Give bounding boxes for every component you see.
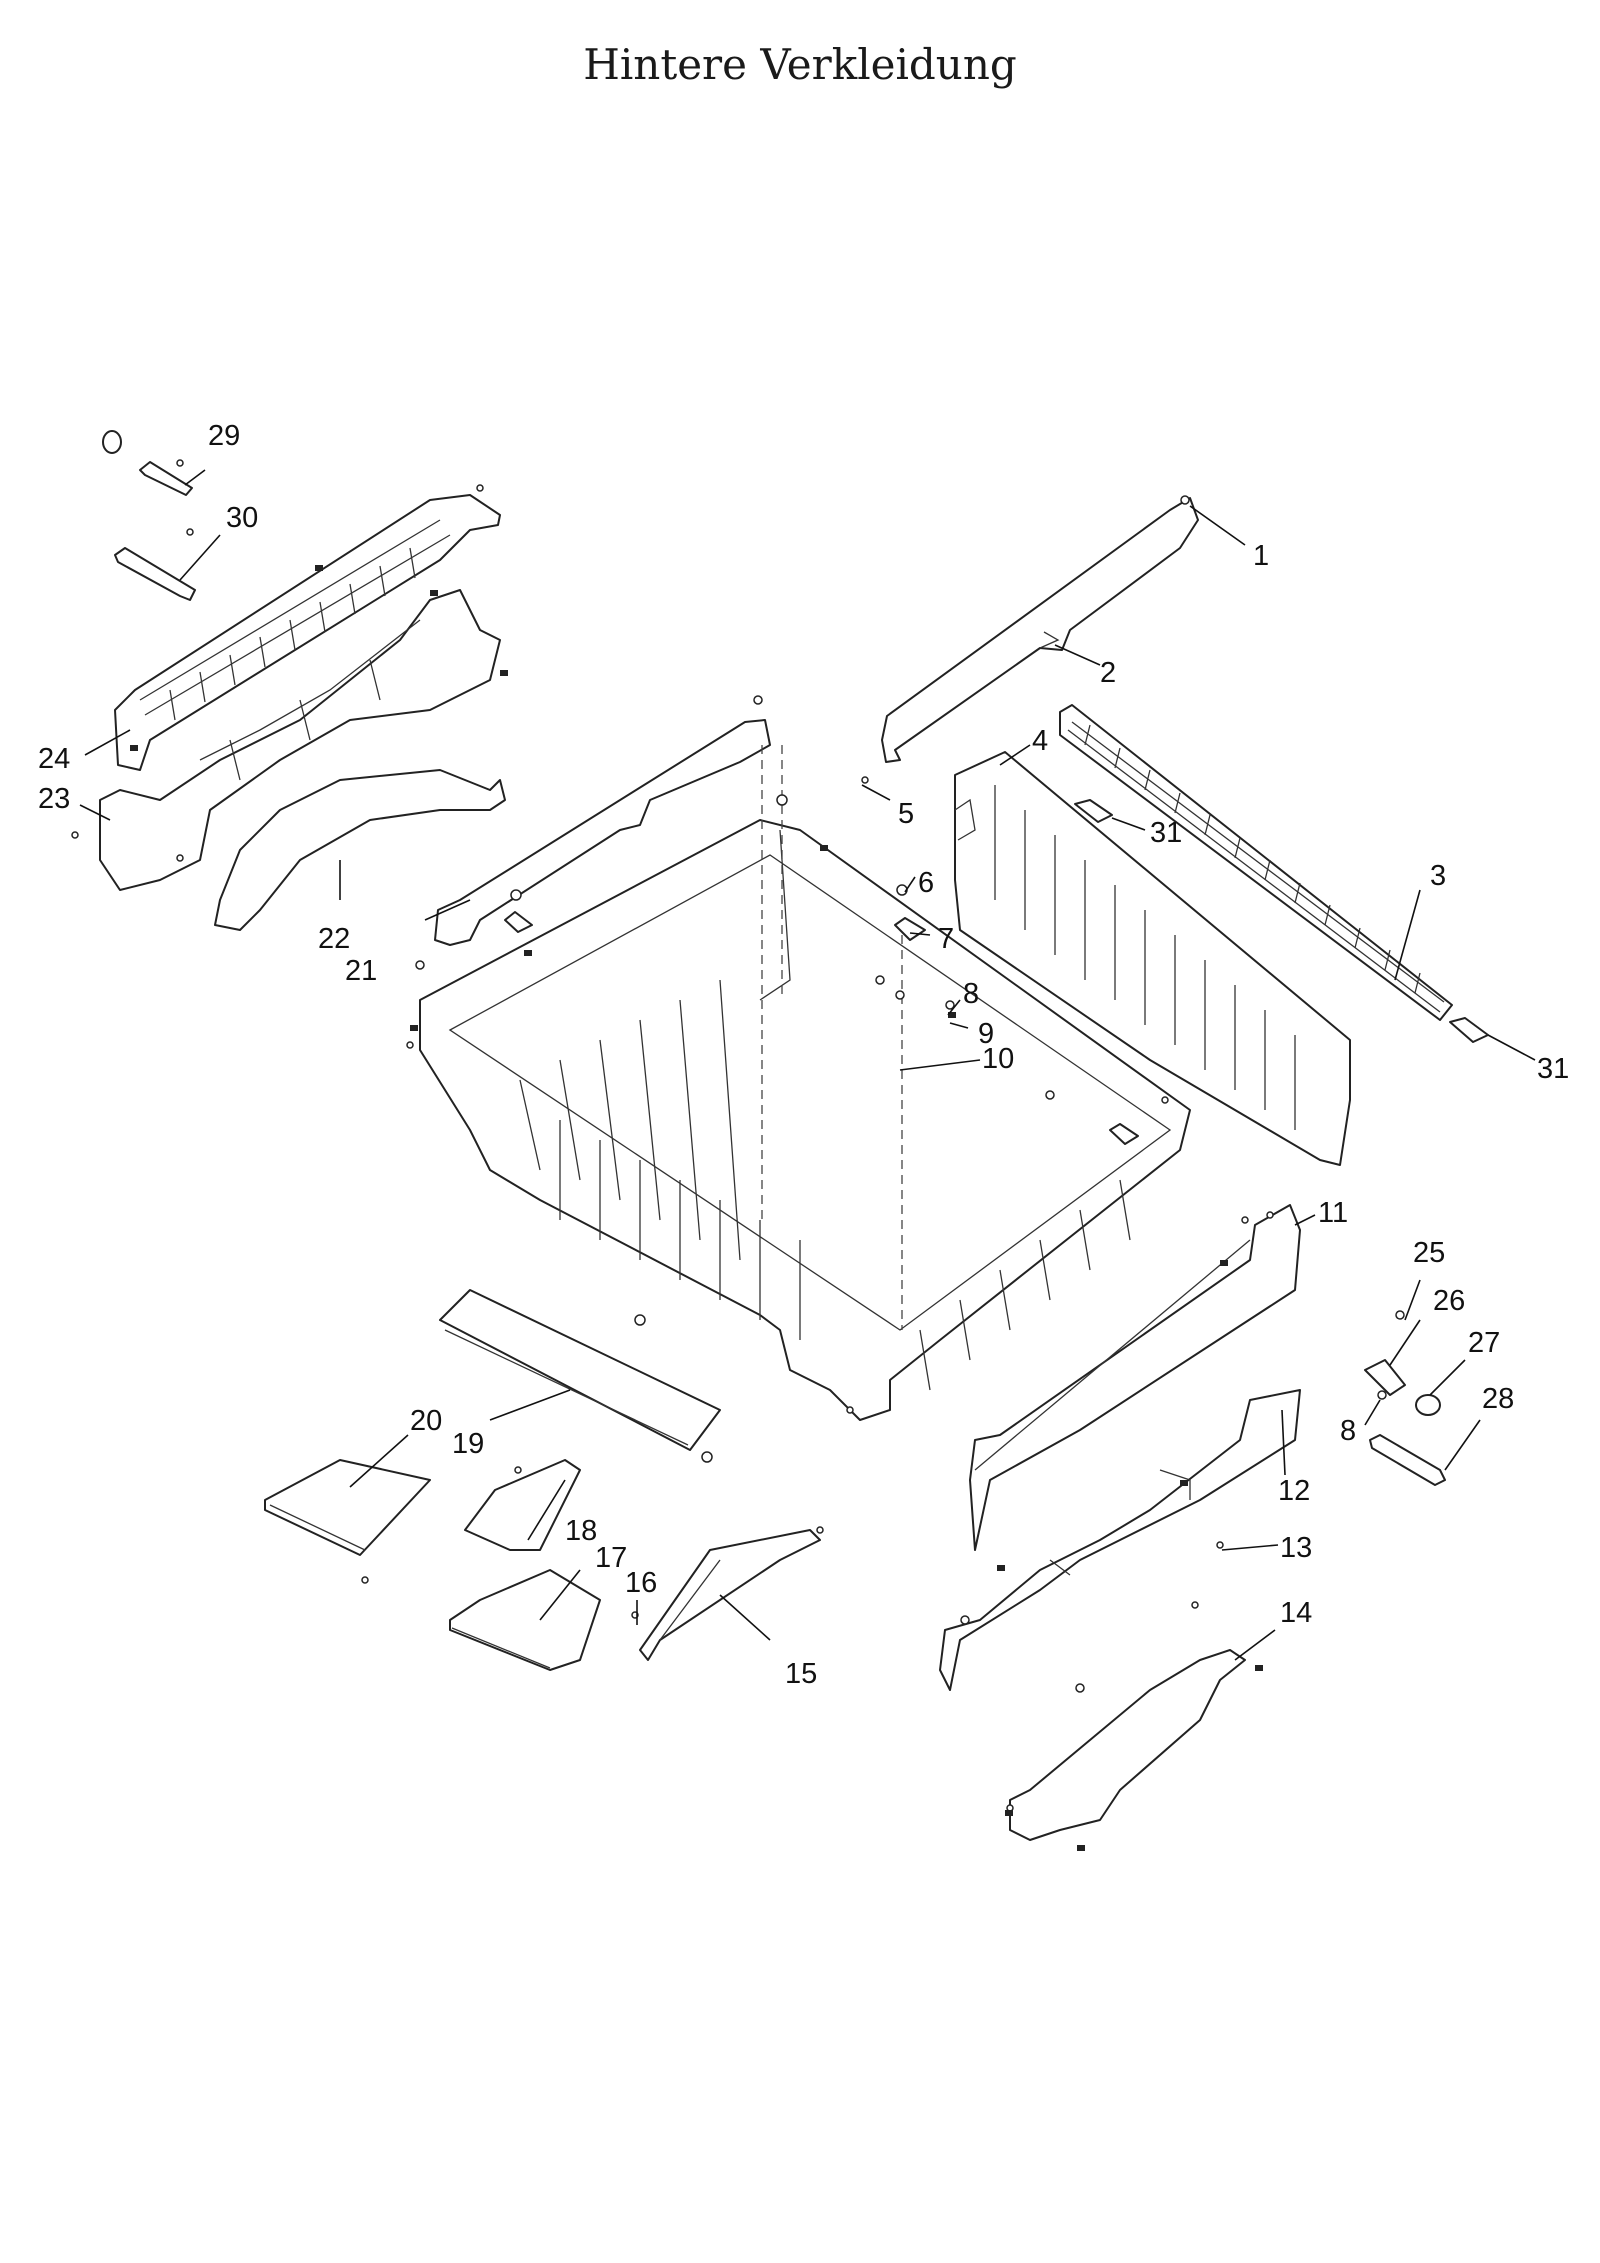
part-4-tailgate bbox=[954, 751, 1351, 1166]
part-29-bracket bbox=[102, 430, 193, 496]
callout-6: 6 bbox=[918, 867, 934, 899]
callout-17: 17 bbox=[595, 1542, 627, 1574]
callout-22: 22 bbox=[318, 923, 350, 955]
callout-19: 19 bbox=[452, 1428, 484, 1460]
callout-23: 23 bbox=[38, 783, 70, 815]
part-20-plate bbox=[264, 1459, 431, 1556]
callout-9: 9 bbox=[978, 1018, 994, 1050]
callout-1: 1 bbox=[1253, 540, 1269, 572]
callout-labels: 1 2 3 4 5 6 7 8 9 10 11 12 13 14 15 16 1… bbox=[38, 420, 1569, 1690]
part-14-right-bracket bbox=[1009, 1649, 1246, 1841]
callout-28: 28 bbox=[1482, 1383, 1514, 1415]
part-24-left-upper-trim bbox=[114, 494, 501, 771]
part-18-small-plate bbox=[464, 1459, 581, 1551]
callout-4: 4 bbox=[1032, 725, 1048, 757]
callout-30: 30 bbox=[226, 502, 258, 534]
callout-3: 3 bbox=[1430, 860, 1446, 892]
callout-10: 10 bbox=[982, 1043, 1014, 1075]
callout-2: 2 bbox=[1100, 657, 1116, 689]
leader-lines bbox=[79, 469, 1536, 1661]
part-19-floor-plate bbox=[439, 1289, 721, 1451]
part-3-grille-panel bbox=[1059, 704, 1453, 1021]
part-26-bracket bbox=[1364, 1359, 1406, 1396]
callout-29: 29 bbox=[208, 420, 240, 452]
callout-21: 21 bbox=[345, 955, 377, 987]
callout-31-second: 31 bbox=[1537, 1053, 1569, 1085]
part-28-bracket bbox=[1369, 1434, 1446, 1486]
callout-24: 24 bbox=[38, 743, 70, 775]
callout-7: 7 bbox=[938, 923, 954, 955]
callout-26: 26 bbox=[1433, 1285, 1465, 1317]
callout-31: 31 bbox=[1150, 817, 1182, 849]
part-12-right-lower-trim bbox=[939, 1389, 1301, 1691]
diagram-title: Hintere Verkleidung bbox=[583, 40, 1017, 89]
part-17-step-plate bbox=[449, 1569, 601, 1671]
callout-15: 15 bbox=[785, 1658, 817, 1690]
callout-13: 13 bbox=[1280, 1532, 1312, 1564]
part-2-right-top-rail bbox=[881, 497, 1199, 763]
callout-20: 20 bbox=[410, 1405, 442, 1437]
callout-5: 5 bbox=[898, 798, 914, 830]
part-27-cap bbox=[1415, 1394, 1441, 1416]
callout-12: 12 bbox=[1278, 1475, 1310, 1507]
part-30-bracket bbox=[114, 547, 196, 601]
part-23-left-inner-panel bbox=[99, 589, 501, 891]
callout-18: 18 bbox=[565, 1515, 597, 1547]
part-10-cargo-box bbox=[419, 819, 1191, 1421]
part-22-left-lower-panel bbox=[214, 769, 506, 931]
callout-8-second: 8 bbox=[1340, 1415, 1356, 1447]
callout-8: 8 bbox=[963, 978, 979, 1010]
callout-14: 14 bbox=[1280, 1597, 1312, 1629]
callout-11: 11 bbox=[1318, 1197, 1348, 1229]
fasteners bbox=[71, 459, 1405, 1851]
part-11-right-rear-trim bbox=[969, 1204, 1301, 1551]
callout-16: 16 bbox=[625, 1567, 657, 1599]
callout-27: 27 bbox=[1468, 1327, 1500, 1359]
part-15-triangle-plate bbox=[639, 1529, 821, 1661]
callout-25: 25 bbox=[1413, 1237, 1445, 1269]
